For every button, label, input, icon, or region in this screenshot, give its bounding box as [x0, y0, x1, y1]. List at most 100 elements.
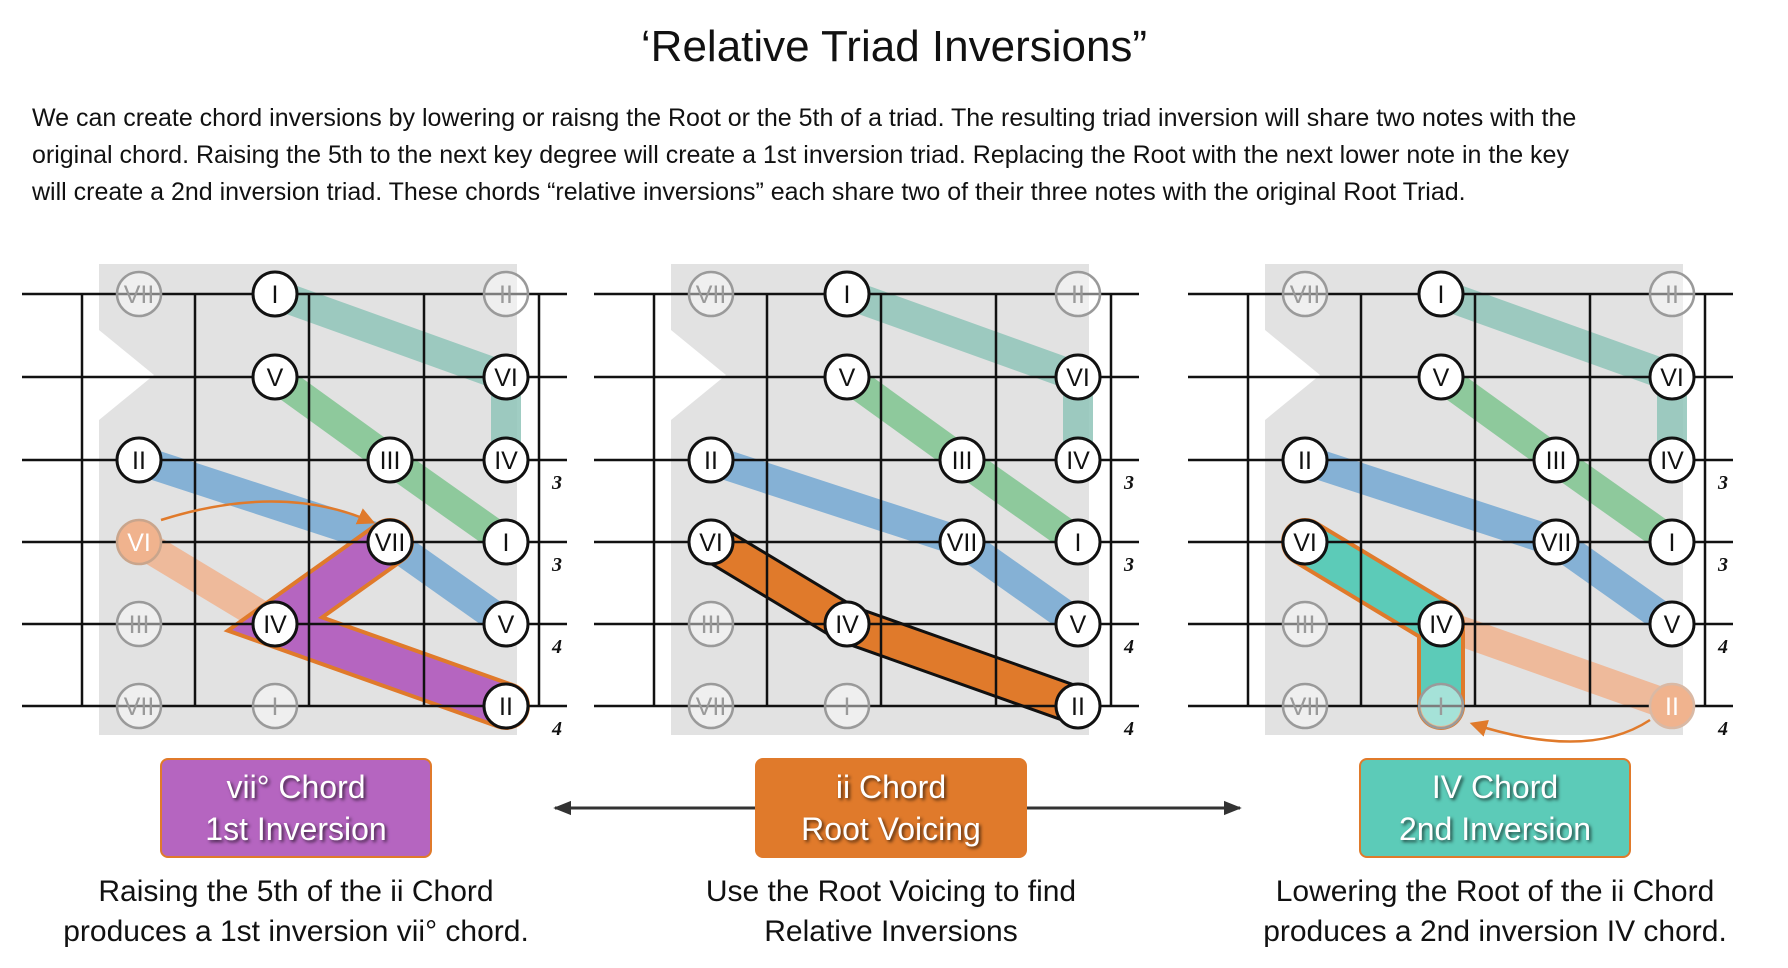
- lower-root-arrow: [1469, 718, 1651, 743]
- degree-node-circle: [251, 682, 299, 730]
- degree-node-III: III: [687, 600, 735, 648]
- iv-chord-label-line2: 2nd Inversion: [1398, 811, 1592, 847]
- degree-node-I: I: [1648, 518, 1696, 566]
- degree-node-label: VII: [1541, 529, 1572, 557]
- degree-node-III: III: [1281, 600, 1329, 648]
- degree-node-circle: [115, 270, 163, 318]
- right-caption-line1: Lowering the Root of the ii Chord: [1275, 875, 1715, 908]
- raise-fifth-arrow: [160, 500, 376, 525]
- degree-node-label: I: [503, 529, 510, 557]
- interval-label: 3: [1717, 472, 1728, 494]
- degree-node-VI: VI: [482, 353, 530, 401]
- ii-chord-label-line2: Root Voicing: [801, 811, 981, 847]
- degree-node-label: IV: [1429, 611, 1453, 639]
- degree-node-circle: [115, 518, 163, 566]
- degree-node-circle: [1648, 518, 1696, 566]
- degree-node-II: II: [482, 270, 530, 318]
- degree-node-III: III: [115, 600, 163, 648]
- degree-node-circle: [115, 436, 163, 484]
- degree-node-label: IV: [1660, 447, 1684, 475]
- interval-label: 4: [1123, 718, 1134, 740]
- left-caption-line1: Raising the 5th of the ii Chord: [98, 875, 494, 908]
- degree-node-IV: IV: [251, 600, 299, 648]
- degree-node-circle: [482, 600, 530, 648]
- degree-node-VII: VII: [115, 682, 163, 730]
- degree-node-I: I: [251, 682, 299, 730]
- degree-node-circle: [1054, 353, 1102, 401]
- degree-node-label: IV: [494, 447, 518, 475]
- degree-node-label: II: [499, 281, 513, 309]
- degree-node-label: VII: [947, 529, 978, 557]
- degree-node-circle: [1417, 270, 1465, 318]
- interval-label: 3: [1123, 554, 1134, 576]
- degree-node-V: V: [1417, 353, 1465, 401]
- degree-node-circle: [1532, 436, 1580, 484]
- degree-node-label: VII: [696, 281, 727, 309]
- degree-node-label: VI: [699, 529, 723, 557]
- interval-label: 4: [1717, 636, 1728, 658]
- degree-node-label: VI: [1660, 364, 1684, 392]
- degree-node-circle: [1648, 600, 1696, 648]
- degree-node-label: IV: [263, 611, 287, 639]
- degree-node-label: I: [1669, 529, 1676, 557]
- degree-node-VII: VII: [366, 518, 414, 566]
- degree-node-circle: [938, 518, 986, 566]
- degree-node-II: II: [1648, 270, 1696, 318]
- degree-node-label: II: [1071, 693, 1085, 721]
- degree-node-label: IV: [1066, 447, 1090, 475]
- degree-node-circle: [482, 682, 530, 730]
- degree-node-V: V: [482, 600, 530, 648]
- degree-node-III: III: [938, 436, 986, 484]
- degree-node-label: III: [380, 447, 401, 475]
- degree-node-circle: [1532, 518, 1580, 566]
- degree-node-label: IV: [835, 611, 859, 639]
- degree-node-circle: [1417, 600, 1465, 648]
- degree-node-I: I: [482, 518, 530, 566]
- degree-node-I: I: [823, 270, 871, 318]
- degree-node-label: III: [129, 611, 150, 639]
- degree-node-circle: [938, 436, 986, 484]
- degree-node-circle: [1054, 600, 1102, 648]
- degree-node-label: III: [952, 447, 973, 475]
- degree-node-circle: [251, 270, 299, 318]
- interval-label: 4: [1123, 636, 1134, 658]
- degree-node-V: V: [251, 353, 299, 401]
- degree-node-circle: [1417, 682, 1465, 730]
- degree-node-circle: [482, 436, 530, 484]
- degree-node-label: II: [499, 693, 513, 721]
- interval-label: 4: [1717, 718, 1728, 740]
- ii-chord-label-box: ii Chord Root Voicing: [755, 758, 1027, 858]
- degree-node-VI: VI: [687, 518, 735, 566]
- degree-node-circle: [687, 436, 735, 484]
- degree-node-II: II: [115, 436, 163, 484]
- interval-label: 4: [551, 636, 562, 658]
- degree-node-label: VI: [1293, 529, 1317, 557]
- degree-node-VI: VI: [115, 518, 163, 566]
- degree-node-VII: VII: [1532, 518, 1580, 566]
- degree-node-circle: [482, 518, 530, 566]
- degree-node-label: II: [1665, 281, 1679, 309]
- degree-node-VII: VII: [687, 682, 735, 730]
- degree-node-circle: [1281, 436, 1329, 484]
- degree-node-label: VII: [124, 281, 155, 309]
- left-caption-line2: produces a 1st inversion vii° chord.: [63, 915, 529, 948]
- degree-node-label: II: [132, 447, 146, 475]
- intro-line-2: original chord. Raising the 5th to the n…: [32, 141, 1569, 169]
- degree-node-VI: VI: [1281, 518, 1329, 566]
- interval-label: 3: [551, 472, 562, 494]
- degree-node-II: II: [1281, 436, 1329, 484]
- degree-node-circle: [482, 270, 530, 318]
- degree-node-circle: [823, 270, 871, 318]
- degree-node-circle: [482, 353, 530, 401]
- degree-node-circle: [1054, 270, 1102, 318]
- degree-node-circle: [1648, 270, 1696, 318]
- interval-label: 3: [551, 554, 562, 576]
- degree-node-circle: [687, 518, 735, 566]
- degree-node-I: I: [1417, 270, 1465, 318]
- degree-node-circle: [687, 600, 735, 648]
- intro-text: We can create chord inversions by loweri…: [32, 100, 1772, 211]
